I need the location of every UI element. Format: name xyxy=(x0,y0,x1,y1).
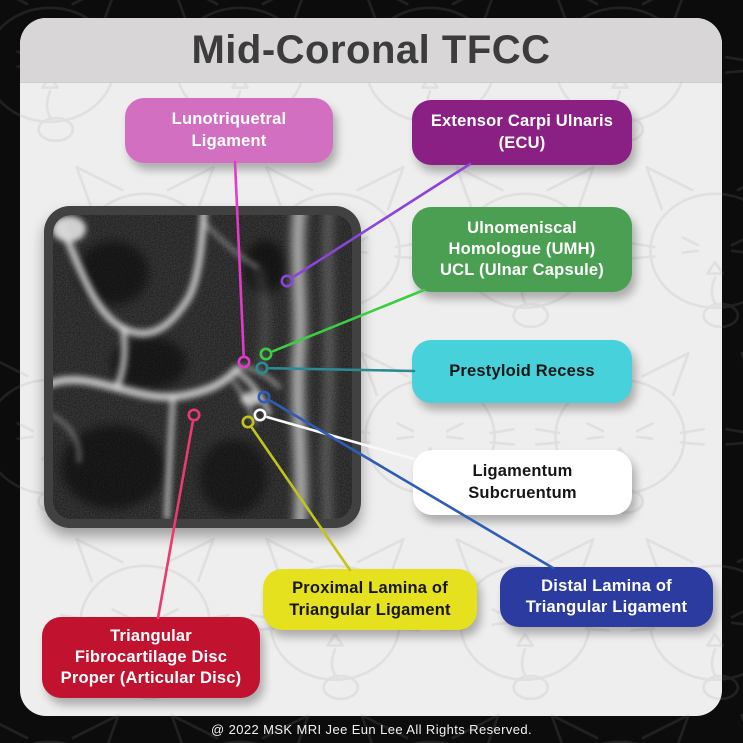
page-title: Mid-Coronal TFCC xyxy=(191,27,551,72)
footer-bar: @ 2022 MSK MRI Jee Eun Lee All Rights Re… xyxy=(0,716,743,743)
card: Mid-Coronal TFCC xyxy=(20,18,722,716)
copyright-text: @ 2022 MSK MRI Jee Eun Lee All Rights Re… xyxy=(210,722,533,737)
mri-panel xyxy=(44,206,361,528)
header-bar: Mid-Coronal TFCC xyxy=(20,18,722,83)
mri-image xyxy=(53,215,352,519)
